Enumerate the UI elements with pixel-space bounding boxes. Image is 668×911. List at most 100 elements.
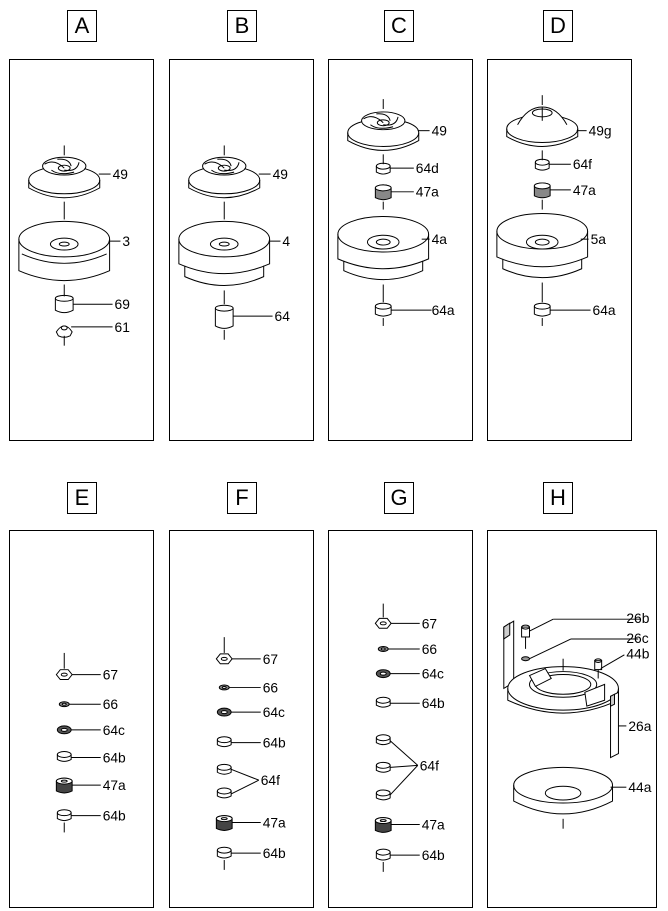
panel-label-E: E <box>67 482 97 514</box>
callout-64f: 64f <box>261 773 280 788</box>
callout-66: 66 <box>263 680 279 695</box>
callout-64c: 64c <box>422 667 444 682</box>
bushing-64a <box>374 302 392 317</box>
callout-47a: 47a <box>103 778 126 793</box>
bracket-26a <box>610 691 619 759</box>
callout-49: 49 <box>273 167 289 182</box>
panel-label-D: D <box>543 10 573 42</box>
callout-64b-lower: 64b <box>422 848 445 863</box>
bushing-47a <box>374 184 392 201</box>
callout-64a: 64a <box>432 303 455 318</box>
callout-64c: 64c <box>103 723 125 738</box>
ring-64b <box>56 751 72 762</box>
diffuser-5a <box>496 213 589 279</box>
callout-49: 49 <box>113 167 129 182</box>
ring-64b <box>56 809 72 822</box>
callout-47a: 47a <box>263 815 286 830</box>
callout-47a: 47a <box>573 183 596 198</box>
impeller-49g <box>506 106 579 147</box>
panel-D: 49g 64f 47a 5a 64a <box>487 59 632 441</box>
sleeve-64c <box>375 669 391 679</box>
part-61 <box>55 325 73 338</box>
impeller-49 <box>28 156 101 199</box>
screw-44b <box>594 658 603 679</box>
callout-64d: 64d <box>416 161 439 176</box>
callout-64b: 64b <box>263 736 286 751</box>
panel-B: 49 4 64 <box>169 59 314 441</box>
callout-69: 69 <box>115 297 131 312</box>
callout-4a: 4a <box>432 232 448 247</box>
ring-64f-3 <box>375 789 391 801</box>
panel-label-F: F <box>227 482 257 514</box>
nut-67 <box>55 669 73 681</box>
callout-47a: 47a <box>422 817 445 832</box>
impeller-49 <box>347 111 420 151</box>
ring-64b <box>216 846 232 859</box>
callout-26b: 26b <box>626 610 649 626</box>
bushing-47a <box>215 815 233 831</box>
ring-64f-upper <box>216 763 232 775</box>
callout-5a: 5a <box>591 232 607 247</box>
callout-64c: 64c <box>263 705 285 720</box>
callout-26c: 26c <box>626 630 648 646</box>
callout-3: 3 <box>122 234 130 249</box>
bushing-64 <box>214 304 234 329</box>
sleeve-64c <box>216 707 232 717</box>
callout-67: 67 <box>103 668 118 683</box>
sleeve-64c <box>56 725 72 735</box>
callout-64b-lower: 64b <box>103 809 126 824</box>
bushing-47a <box>55 777 73 794</box>
panel-A: 49 3 69 61 <box>9 59 154 441</box>
callout-4: 4 <box>282 234 290 249</box>
impeller-49 <box>188 156 261 199</box>
panel-G: 67 66 64c 64b 64f 47a 64b <box>328 530 473 908</box>
panel-label-G: G <box>384 482 414 514</box>
washer-66 <box>377 646 389 652</box>
ring-64b <box>375 696 391 708</box>
ring-64f <box>534 158 550 171</box>
washer-66 <box>58 701 70 708</box>
callout-64b-lower: 64b <box>263 846 286 861</box>
panel-label-B: B <box>227 10 257 42</box>
bushing-69 <box>54 294 74 314</box>
callout-44a: 44a <box>628 779 651 795</box>
diffuser-4 <box>178 220 271 286</box>
ring-64b <box>375 848 391 861</box>
callout-64: 64 <box>275 309 291 324</box>
callout-44b: 44b <box>626 646 649 662</box>
ring-64f-2 <box>375 761 391 773</box>
callout-49g: 49g <box>589 124 612 139</box>
callout-64a: 64a <box>593 303 616 318</box>
callout-61: 61 <box>115 320 130 335</box>
base-44a <box>513 766 614 829</box>
callout-49: 49 <box>432 124 448 139</box>
callout-26a: 26a <box>628 718 651 734</box>
callout-47a: 47a <box>416 185 439 200</box>
washer-26c <box>521 656 530 662</box>
ring-64f-lower <box>216 787 232 799</box>
ring-64f-1 <box>375 734 391 746</box>
panel-E: 67 66 64c 64b 47a 64b <box>9 530 154 908</box>
pump-base-plate <box>507 658 619 714</box>
callout-67: 67 <box>263 652 278 667</box>
callout-64b: 64b <box>422 696 445 711</box>
nut-67 <box>374 617 392 629</box>
panel-label-H: H <box>543 482 573 514</box>
callout-67: 67 <box>422 616 437 631</box>
screw-26b <box>521 624 530 649</box>
bracket-left <box>503 620 515 690</box>
bushing-47a <box>374 817 392 833</box>
panel-F: 67 66 64c 64b 64f 47a 64b <box>169 530 314 908</box>
callout-64f: 64f <box>420 758 439 773</box>
callout-66: 66 <box>422 642 438 657</box>
nut-67 <box>215 653 233 665</box>
panel-H: 26b 26c 44b 26a 44a <box>487 530 657 908</box>
callout-64b: 64b <box>103 750 126 765</box>
washer-66 <box>218 684 230 691</box>
bushing-47a <box>533 182 551 199</box>
diffuser-4a <box>337 215 430 281</box>
diffuser-3 <box>18 220 111 282</box>
ring-64b <box>216 736 232 748</box>
callout-66: 66 <box>103 697 119 712</box>
panel-label-C: C <box>384 10 414 42</box>
